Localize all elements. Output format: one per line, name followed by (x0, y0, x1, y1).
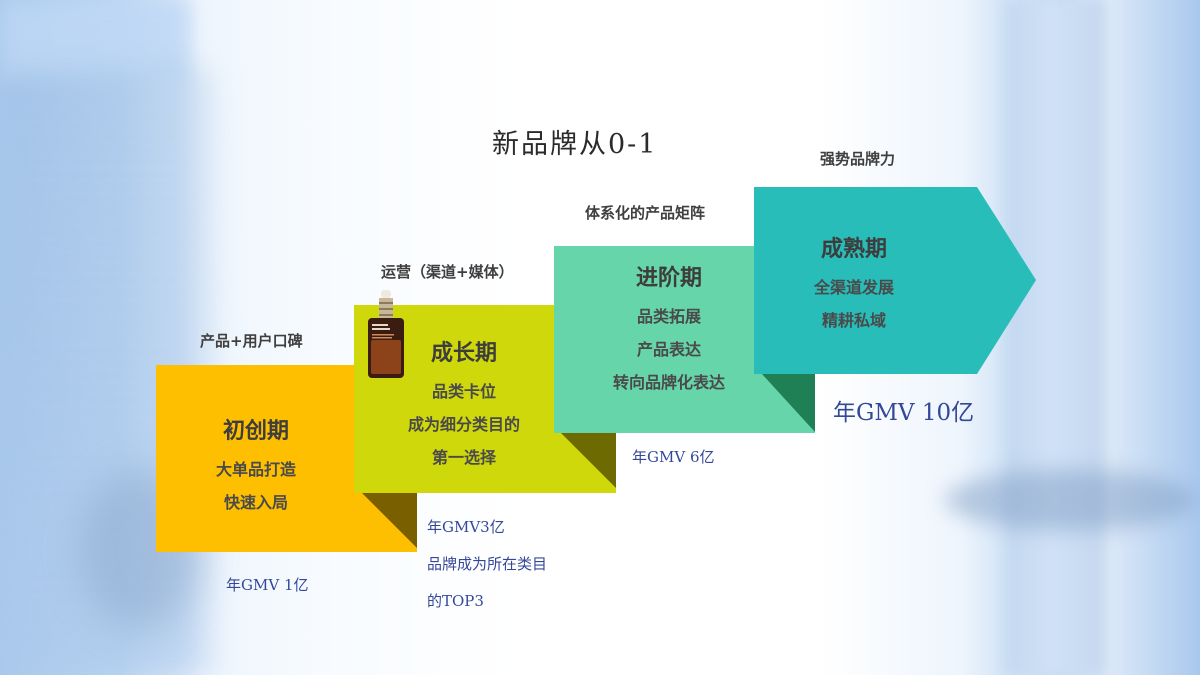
stage-3-line-3: 转向品牌化表达 (612, 373, 725, 392)
background-test-tube (1005, 0, 1105, 675)
background-blur-band (0, 0, 190, 80)
stage-3-gmv: 年GMV 6亿 (632, 448, 715, 466)
stage-3-line-2: 产品表达 (636, 340, 701, 359)
stage-2-gmv-note-2: 的TOP3 (427, 592, 484, 610)
background-tube-disc (945, 470, 1195, 530)
stage-3-name: 进阶期 (635, 266, 702, 291)
stage-1-fold (362, 493, 417, 548)
stage-2-line-2: 成为细分类目的 (407, 415, 520, 434)
stage-2-name: 成长期 (430, 341, 497, 366)
stage-4-arrow-shape (754, 187, 1036, 374)
stage-1-line-2: 快速入局 (223, 493, 288, 512)
stage-4-name: 成熟期 (820, 237, 887, 262)
stage-2-line-3: 第一选择 (431, 448, 496, 467)
page-title: 新品牌从0-1 (492, 129, 658, 160)
stage-3-line-1: 品类拓展 (636, 307, 701, 326)
stage-3-top-label: 体系化的产品矩阵 (585, 204, 706, 222)
stage-4-line-1: 全渠道发展 (813, 278, 894, 297)
stage-4-line-2: 精耕私域 (821, 311, 886, 330)
serum-bottle-icon (368, 290, 404, 378)
stage-4-box: 成熟期 全渠道发展 精耕私域 (754, 187, 977, 374)
stage-2-gmv: 年GMV3亿 (427, 518, 505, 536)
stage-4-top-label: 强势品牌力 (820, 150, 896, 168)
stage-1-name: 初创期 (222, 419, 289, 444)
stage-3-fold (762, 374, 815, 432)
stage-4-gmv: 年GMV 10亿 (833, 400, 975, 426)
stage-1-top-label: 产品+用户口碑 (200, 332, 303, 350)
stage-2-top-label: 运营（渠道+媒体） (381, 263, 514, 281)
stage-2-gmv-note-1: 品牌成为所在类目 (427, 555, 548, 573)
stage-2-line-1: 品类卡位 (431, 382, 496, 401)
stage-1-line-1: 大单品打造 (215, 460, 296, 479)
stage-1-gmv: 年GMV 1亿 (226, 576, 309, 594)
stage-2-fold (561, 433, 616, 488)
